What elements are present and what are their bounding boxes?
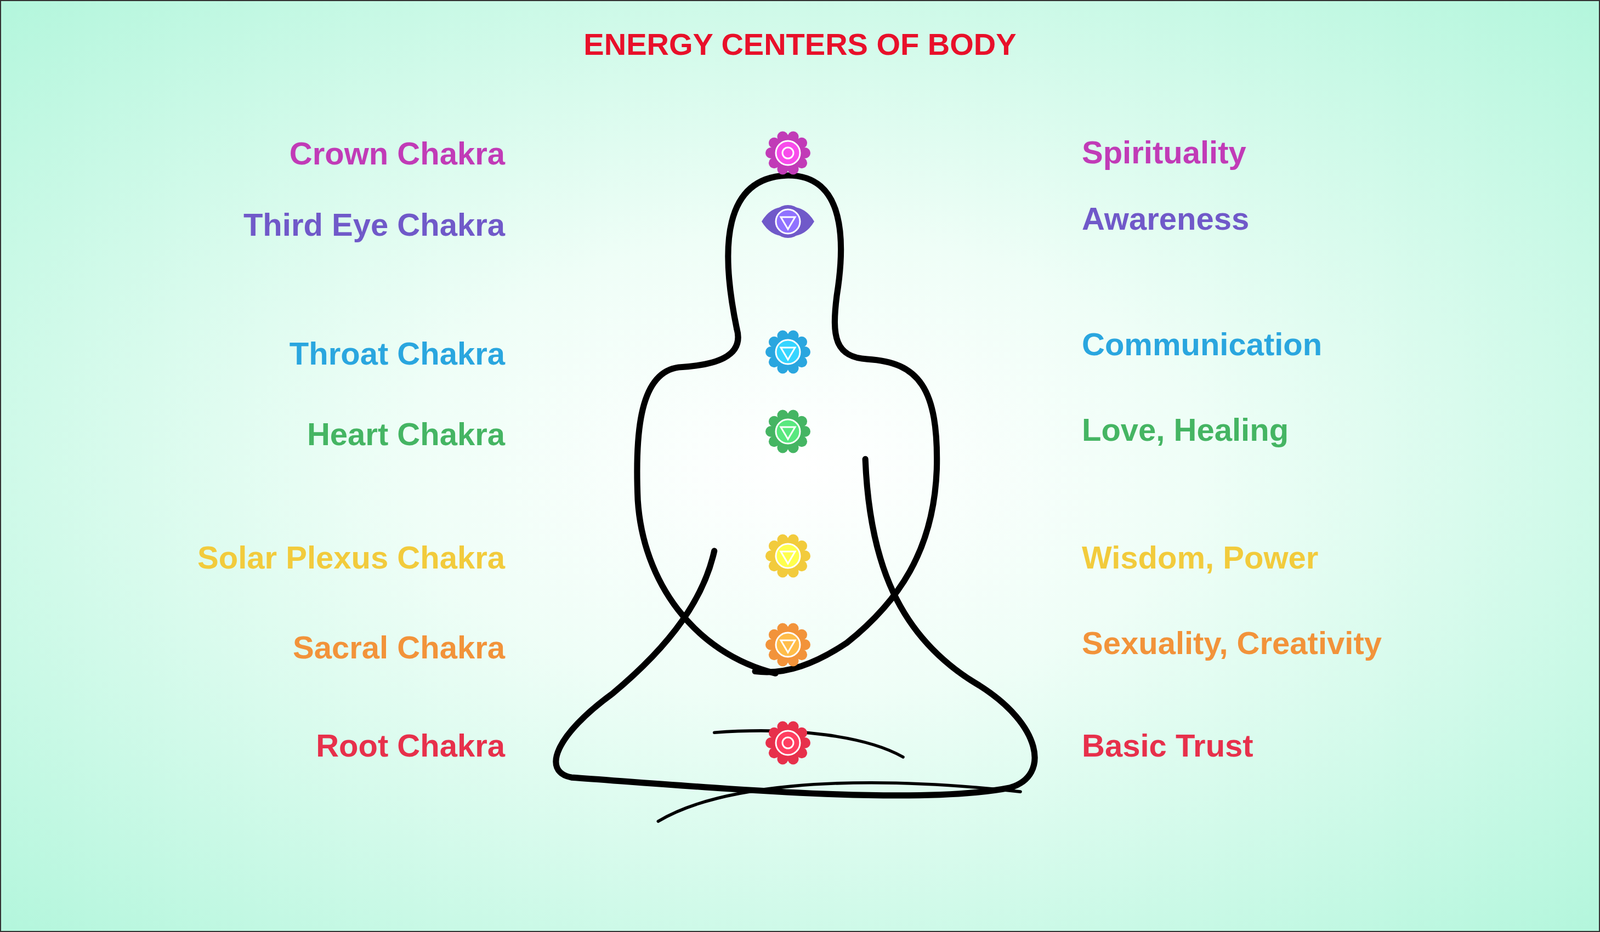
chakra-name: Crown Chakra xyxy=(289,134,506,172)
chakra-disc xyxy=(771,628,805,662)
chakra-core xyxy=(782,737,794,749)
chakra-symbol xyxy=(761,205,815,238)
chakra-meaning: Spirituality xyxy=(1081,133,1247,171)
chakra-name: Sacral Chakra xyxy=(292,628,506,666)
lap-line xyxy=(714,730,904,758)
chakra-inner xyxy=(775,140,800,166)
chakra-meaning: Communication xyxy=(1081,325,1323,363)
chakra-disc xyxy=(771,136,805,170)
chakra-inner xyxy=(775,632,800,657)
chakra-disc xyxy=(771,335,805,369)
chakra-name: Solar Plexus Chakra xyxy=(197,538,506,576)
chakra-inner xyxy=(775,730,800,756)
chakra-inner xyxy=(775,209,800,234)
ground-swoosh xyxy=(657,783,1021,822)
chakra-disc xyxy=(771,726,805,760)
chakra-name: Root Chakra xyxy=(315,727,506,764)
head-right-arm-outline xyxy=(728,175,938,673)
chakra-symbol xyxy=(765,721,811,765)
chakra-meaning: Awareness xyxy=(1081,200,1250,237)
chakra-core xyxy=(782,147,794,159)
chakra-triangle xyxy=(780,427,796,440)
chakra-triangle xyxy=(780,347,796,360)
chakra-symbol xyxy=(765,534,811,578)
chakra-name: Third Eye Chakra xyxy=(243,206,506,243)
chakra-meaning: Love, Healing xyxy=(1081,411,1289,448)
chakra-disc xyxy=(771,539,805,573)
chakra-meaning: Sexuality, Creativity xyxy=(1081,624,1382,662)
chakra-disc xyxy=(771,415,805,448)
chakra-triangle xyxy=(780,640,796,653)
chakra-name: Throat Chakra xyxy=(289,335,506,372)
chakra-triangle xyxy=(780,217,796,230)
chakra-symbol xyxy=(765,623,811,667)
chakra-inner xyxy=(775,339,800,365)
chakra-inner xyxy=(775,543,800,569)
legs-outline xyxy=(555,458,1035,796)
diagram-title: ENERGY CENTERS OF BODY xyxy=(0,26,1600,62)
left-arm-outline xyxy=(637,328,776,674)
chakra-disc xyxy=(771,205,805,238)
chakra-symbol xyxy=(765,131,811,175)
chakra-symbol xyxy=(765,410,811,454)
eye-wings xyxy=(761,207,815,237)
chakra-inner xyxy=(775,419,800,444)
chakra-triangle xyxy=(780,551,796,564)
chakra-name: Heart Chakra xyxy=(307,415,506,453)
chakra-meaning: Basic Trust xyxy=(1081,727,1254,764)
chakra-meaning: Wisdom, Power xyxy=(1081,538,1319,576)
chakra-symbol xyxy=(765,330,811,374)
